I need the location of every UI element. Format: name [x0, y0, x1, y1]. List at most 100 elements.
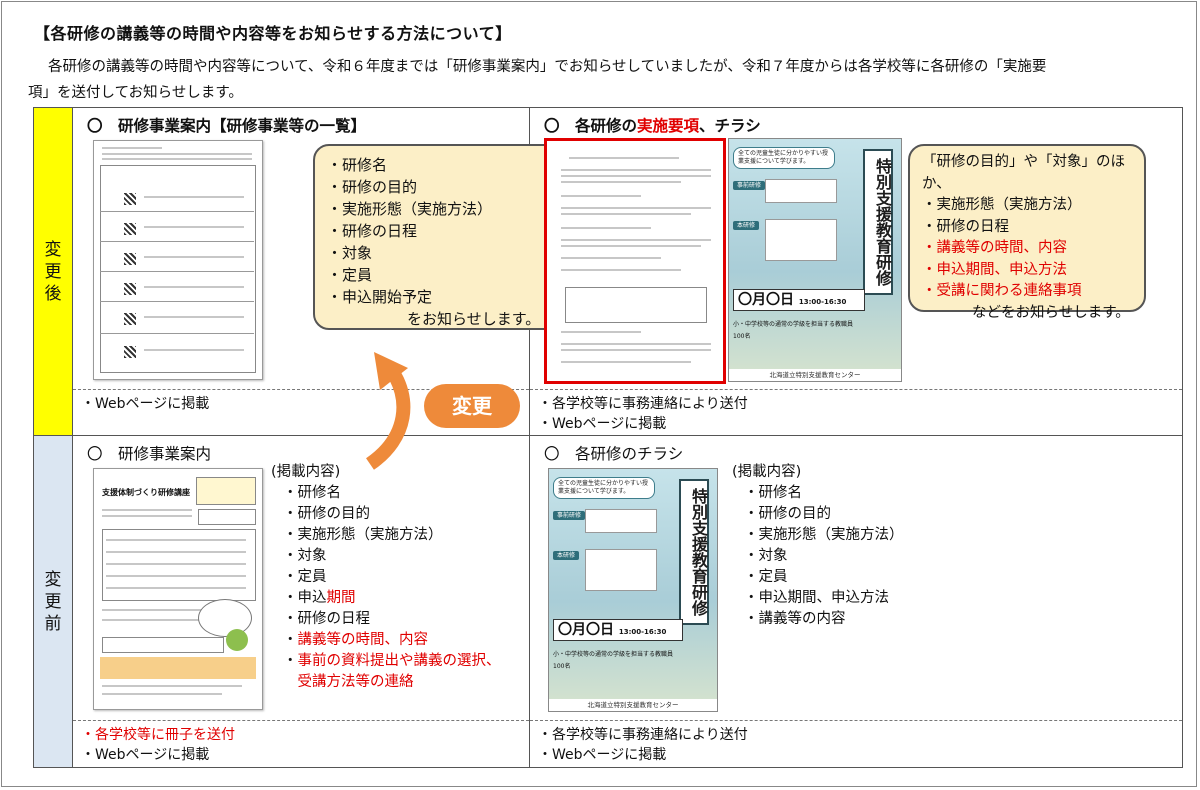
list-item: ・研修の目的: [744, 506, 831, 522]
before-left-heading: 〇 研修事業案内: [87, 445, 212, 463]
callout-item: ・受講に関わる連絡事項: [922, 283, 1082, 299]
intro-line-2: 項」を送付してお知らせします。: [28, 85, 243, 101]
after-label: 変更後: [44, 239, 62, 304]
callout-end: をお知らせします。: [407, 310, 541, 328]
before-row-label: 変更前: [33, 435, 73, 768]
flyer-pill: 事前研修: [553, 511, 586, 520]
flyer-capacity: 100名: [733, 333, 751, 340]
flyer-box: [765, 179, 837, 203]
flyer-tagline: 全ての児童生徒に分かりやすい授業支援について学びます。: [553, 477, 655, 499]
callout-item: ・申込開始予定: [327, 288, 433, 306]
highlight-box: [544, 138, 726, 384]
flyer-target: 小・中学校等の通常の学級を担当する教職員: [733, 321, 854, 328]
flyer-footer: 北海道立特別支援教育センター: [729, 369, 901, 381]
list-item: ・講義等の時間、内容: [283, 632, 428, 648]
before-left-cell: 〇 研修事業案内 支援体制づくり研修講座: [72, 435, 530, 768]
foot-item: ・各学校等に事務連絡により送付: [538, 396, 748, 412]
foot-item: ・Webページに掲載: [81, 396, 210, 412]
after-row-label: 変更後: [33, 107, 73, 436]
flyer-thumbnail: 全ての児童生徒に分かりやすい授業支援について学びます。 特別支援教育研修 事前研…: [548, 468, 718, 712]
booklet-title: 支援体制づくり研修講座: [102, 488, 190, 497]
flyer-pill: 本研修: [733, 221, 760, 230]
list-item: ・対象: [744, 548, 788, 564]
flyer-time: 13:00-16:30: [618, 628, 667, 636]
guide-booklet-thumbnail: 支援体制づくり研修講座: [93, 468, 263, 710]
flyer-time: 13:00-16:30: [798, 298, 847, 306]
divider: [530, 720, 1182, 721]
flyer-date: 〇月〇日 13:00-16:30: [733, 289, 865, 311]
change-badge: 変更: [424, 384, 520, 428]
divider: [73, 720, 529, 721]
list-item: ・講義等の内容: [744, 611, 846, 627]
callout-item: ・講義等の時間、内容: [922, 240, 1067, 256]
callout-item: ・実施形態（実施方法）: [327, 200, 493, 218]
list-item: ・対象: [283, 548, 327, 564]
change-arrow-icon: [365, 352, 411, 470]
list-title: (掲載内容): [271, 464, 341, 480]
flyer-box: [585, 509, 657, 533]
after-left-foot: ・Webページに掲載: [81, 394, 209, 414]
flyer-details: 小・中学校等の通常の学級を担当する教職員 100名: [553, 649, 673, 673]
callout-intro: 「研修の目的」や「対象」のほか、: [922, 154, 1125, 192]
callout-item: ・対象: [327, 244, 373, 262]
callout-item: ・研修の日程: [327, 222, 418, 240]
flyer-capacity: 100名: [553, 663, 571, 670]
list-item: ・定員: [283, 569, 327, 585]
foot-item: ・Webページに掲載: [538, 416, 667, 432]
heading-post: 、チラシ: [699, 117, 761, 135]
flyer-date-text: 〇月〇日: [738, 292, 794, 308]
list-item: ・申込期間、申込方法: [744, 590, 889, 606]
list-item: ・研修の目的: [283, 506, 370, 522]
list-item: ・申込期間: [283, 590, 356, 606]
before-left-foot: ・各学校等に冊子を送付 ・Webページに掲載: [81, 725, 235, 765]
heading-pre: 〇 各研修の: [544, 117, 638, 135]
divider: [530, 389, 1182, 390]
list-item: 受講方法等の連絡: [297, 674, 414, 690]
before-left-list: (掲載内容) ・研修名 ・研修の目的 ・実施形態（実施方法） ・対象 ・定員 ・…: [271, 462, 501, 693]
flyer-date-text: 〇月〇日: [558, 622, 614, 638]
guide-table-thumbnail: [93, 140, 263, 380]
list-item: ・実施形態（実施方法）: [283, 527, 443, 543]
callout-item: ・研修の目的: [327, 178, 418, 196]
foot-item: ・Webページに掲載: [538, 747, 667, 763]
divider: [73, 389, 529, 390]
intro-line-1: 各研修の講義等の時間や内容等について、令和６年度までは「研修事業案内」でお知らせ…: [48, 59, 1047, 75]
flyer-pill: 本研修: [553, 551, 580, 560]
flyer-date: 〇月〇日 13:00-16:30: [553, 619, 683, 641]
flyer-box: [765, 219, 837, 261]
flyer-target: 小・中学校等の通常の学級を担当する教職員: [553, 651, 674, 658]
flyer-box: [585, 549, 657, 591]
list-item: ・定員: [744, 569, 788, 585]
callout-item: ・研修の日程: [922, 218, 1009, 235]
flyer-footer: 北海道立特別支援教育センター: [549, 699, 717, 711]
flyer-title: 特別支援教育研修: [863, 149, 893, 295]
flyer-title: 特別支援教育研修: [679, 479, 709, 625]
list-item: ・研修名: [744, 485, 802, 501]
before-label: 変更前: [44, 569, 62, 634]
comparison-table: 変更後 〇 研修事業案内【研修事業等の一覧】: [33, 107, 1183, 768]
callout-item: ・研修名: [327, 156, 388, 174]
before-right-cell: 〇 各研修のチラシ 全ての児童生徒に分かりやすい授業支援について学びます。 特別…: [529, 435, 1183, 768]
before-right-list: (掲載内容) ・研修名 ・研修の目的 ・実施形態（実施方法） ・対象 ・定員 ・…: [732, 462, 904, 630]
flyer-thumbnail: 全ての児童生徒に分かりやすい授業支援について学びます。 特別支援教育研修 事前研…: [728, 138, 902, 382]
after-left-callout: ・研修名 ・研修の目的 ・実施形態（実施方法） ・研修の日程 ・対象 ・定員 ・…: [313, 144, 561, 330]
foot-item: ・Webページに掲載: [81, 747, 210, 763]
after-left-cell: 〇 研修事業案内【研修事業等の一覧】: [72, 107, 561, 436]
list-item: ・研修の日程: [283, 611, 370, 627]
after-right-cell: 〇 各研修の実施要項、チラシ: [529, 107, 1183, 436]
list-item: ・事前の資料提出や講義の選択、: [283, 653, 501, 669]
list-title: (掲載内容): [732, 464, 802, 480]
page-title: 【各研修の講義等の時間や内容等をお知らせする方法について】: [34, 24, 512, 43]
list-item: ・研修名: [283, 485, 341, 501]
list-item: ・実施形態（実施方法）: [744, 527, 904, 543]
flyer-details: 小・中学校等の通常の学級を担当する教職員 100名: [733, 319, 853, 343]
flyer-pill: 事前研修: [733, 181, 766, 190]
before-right-heading: 〇 各研修のチラシ: [544, 445, 684, 463]
callout-item: ・申込期間、申込方法: [922, 261, 1067, 278]
after-right-callout: 「研修の目的」や「対象」のほか、 ・実施形態（実施方法） ・研修の日程 ・講義等…: [908, 144, 1146, 321]
foot-item: ・各学校等に事務連絡により送付: [538, 727, 748, 743]
after-left-heading: 〇 研修事業案内【研修事業等の一覧】: [87, 117, 367, 135]
before-right-foot: ・各学校等に事務連絡により送付 ・Webページに掲載: [538, 725, 748, 765]
foot-item: ・各学校等に冊子を送付: [81, 727, 235, 743]
